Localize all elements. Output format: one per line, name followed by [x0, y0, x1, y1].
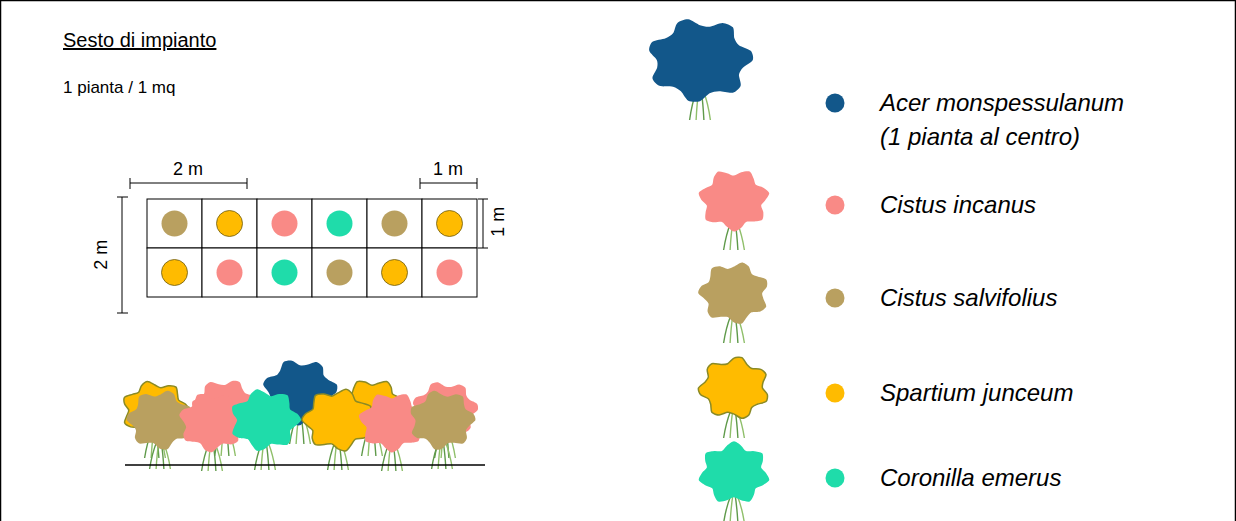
plant-dot: [217, 260, 243, 286]
grid-cell: [422, 199, 477, 248]
grid-cell: [202, 248, 257, 297]
grid-cell: [257, 199, 312, 248]
shrub-icon: [179, 394, 245, 452]
plant-dot: [272, 211, 298, 237]
legend-text: Cistus incanus: [880, 188, 1036, 223]
legend-icons: [649, 19, 769, 521]
plant-dot: [382, 211, 408, 237]
legend-text: Coronilla emerus: [880, 461, 1061, 496]
grid-cell: [202, 199, 257, 248]
shrub-icon: [232, 389, 301, 451]
shrub-icon: [699, 441, 770, 501]
grid-cell: [147, 248, 202, 297]
shrub-icon: [699, 171, 770, 231]
legend-text: Acer monspessulanum (1 pianta al centro): [880, 86, 1131, 156]
planting-grid: [147, 199, 477, 297]
plant-dot: [272, 260, 298, 286]
legend-text: Cistus salvifolius: [880, 281, 1057, 316]
shrub-icon: [411, 391, 476, 450]
grid-cell: [367, 248, 422, 297]
plant-dot: [327, 211, 353, 237]
legend-swatch: [826, 94, 845, 113]
shrub-icon: [127, 391, 192, 450]
shrub-icon: [649, 19, 753, 102]
title: Sesto di impianto: [63, 28, 216, 52]
shrub-icon: [359, 394, 425, 452]
plant-dot: [437, 260, 463, 286]
shrub-icon: [698, 357, 767, 418]
grid-cell: [312, 248, 367, 297]
plant-dot: [437, 211, 463, 237]
shrub-icon: [698, 262, 767, 323]
dimension-label: 1 m: [431, 159, 465, 181]
plant-dot: [162, 260, 188, 286]
dimension-label: 1 m: [488, 207, 510, 237]
legend-swatch: [826, 196, 845, 215]
plant-dot: [217, 211, 243, 237]
legend-text: Spartium junceum: [880, 376, 1073, 411]
grid-cell: [422, 248, 477, 297]
grid-cell: [257, 248, 312, 297]
plant-dot: [162, 211, 188, 237]
grid-cell: [367, 199, 422, 248]
legend-swatch: [826, 384, 845, 403]
plant-dot: [382, 260, 408, 286]
grid-cell: [147, 199, 202, 248]
plant-dot: [327, 260, 353, 286]
legend-swatch: [826, 469, 845, 488]
elevation-view: [124, 361, 485, 471]
density-note: 1 pianta / 1 mq: [63, 78, 175, 98]
dimension-label: 2 m: [171, 159, 205, 181]
grid-cell: [312, 199, 367, 248]
ground-line: [125, 464, 485, 466]
dimension-lines: [117, 178, 488, 313]
legend-swatch: [826, 289, 845, 308]
dimension-label: 2 m: [91, 240, 113, 270]
